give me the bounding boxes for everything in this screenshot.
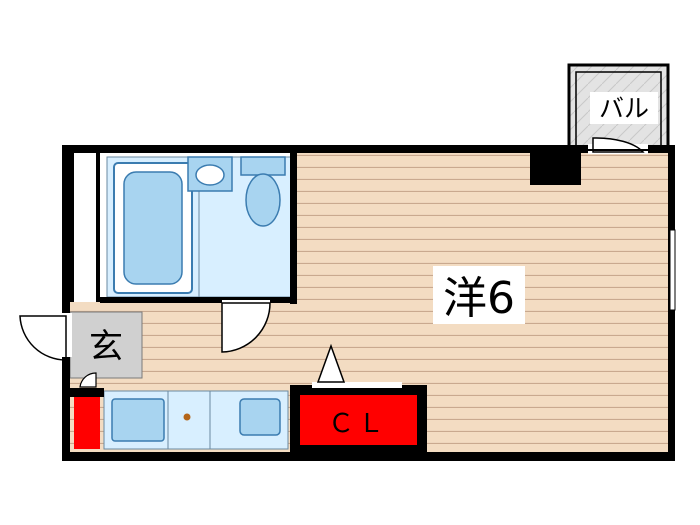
toilet-tank — [240, 156, 286, 176]
balcony: バル — [567, 63, 670, 151]
shoe-cabinet — [74, 397, 100, 449]
kitchen-divider — [167, 390, 211, 450]
entrance: 玄 — [69, 311, 143, 379]
wall-left-upper — [62, 145, 70, 313]
kitchen-sink — [239, 398, 281, 436]
wall-bottom — [62, 452, 675, 461]
wall-left-lower — [62, 357, 70, 461]
stove-knob — [183, 413, 191, 421]
pillar — [530, 145, 581, 185]
toilet-bowl — [245, 173, 281, 227]
entrance-door — [19, 313, 72, 361]
bathroom-unit — [100, 152, 297, 302]
wall-top — [62, 145, 675, 153]
kitchen-counter — [103, 390, 289, 450]
closet: ＣＬ — [290, 385, 427, 452]
main-room-label: 洋6 — [443, 273, 515, 324]
right-window — [669, 229, 676, 311]
closet-label: ＣＬ — [328, 409, 388, 439]
balcony-door — [588, 137, 648, 154]
closet-door-marker — [316, 343, 346, 383]
entrance-label: 玄 — [89, 327, 123, 367]
bathroom-door — [221, 300, 271, 353]
left-storage — [70, 152, 100, 302]
refrigerator — [111, 398, 165, 442]
balcony-label: バル — [599, 94, 649, 123]
